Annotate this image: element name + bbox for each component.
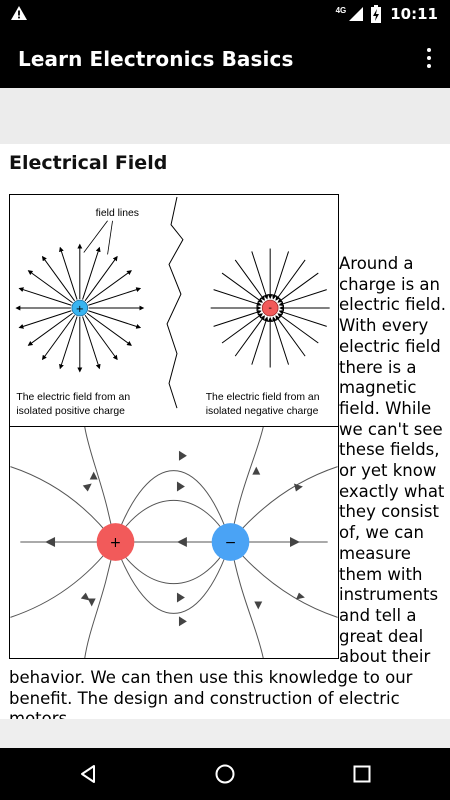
field-line [59,316,78,370]
field-line [27,270,73,304]
article-full-text: behavior. We can then use this knowledge… [9,668,445,719]
text-line: behavior. We can then use this knowledge… [9,668,413,687]
field-line [221,272,263,303]
text-line: Around a [339,254,414,273]
field-line [86,312,132,346]
divider-zigzag [166,196,184,409]
field-line [277,272,319,303]
field-line [234,315,265,357]
negative-symbol: − [225,535,237,551]
small-positive-symbol: + [76,304,84,315]
small-positive-charge [71,299,89,317]
text-line: electric field. [339,295,446,315]
field-line [272,316,290,365]
field-line [41,314,75,361]
battery-charging-icon [371,5,382,23]
home-icon[interactable] [213,762,237,786]
text-line: electric field [339,336,441,356]
warning-icon [11,6,27,20]
field-lines-label: field lines [96,208,139,219]
field-line [84,314,118,361]
field-line [213,289,262,307]
signal-icon [349,7,364,21]
field-line [277,313,319,344]
field-line [84,255,118,302]
recents-icon[interactable] [350,762,374,786]
field-line [213,309,262,327]
positive-caption-2: isolated positive charge [16,406,125,417]
text-line: With every [339,316,429,336]
article-heading: Electrical Field [9,152,168,174]
field-line [86,270,132,304]
negative-charge [211,523,250,561]
negative-field-lines [210,248,330,368]
positive-field-lines [15,243,145,373]
small-negative-charge [261,299,279,317]
back-icon[interactable] [76,762,100,786]
field-line [27,312,73,346]
small-negative-symbol: - [268,303,272,314]
negative-caption-2: isolated negative charge [206,406,319,417]
lower-band [0,719,450,748]
text-line: or yet know [339,461,437,481]
text-line: instruments [339,585,439,605]
field-line [275,259,306,301]
field-line [82,246,101,300]
positive-charge [96,523,135,561]
field-line [82,316,101,370]
field-line [221,313,263,344]
dipole-field-lines [10,427,338,658]
negative-caption-1: The electric field from an [206,392,320,403]
positive-symbol: + [110,535,122,551]
field-line [234,259,265,301]
field-line [251,316,269,365]
text-line: them with [339,564,423,584]
status-bar: 4G 10:11 [0,0,450,28]
field-line [18,310,72,329]
field-line [272,251,290,300]
text-line: measure [339,543,411,563]
field-line [88,287,142,306]
text-line: charge is an [339,274,440,294]
field-line [278,309,327,327]
dipole-field-diagram: + − [9,426,339,659]
text-line: exactly what [339,481,445,501]
text-line: about their [339,647,431,667]
isolated-charges-diagram: + - field lines The electric field from … [9,194,339,427]
more-vert-icon[interactable] [422,46,436,70]
field-line [59,246,78,300]
field-line [88,310,142,329]
text-line: they consist [339,502,439,522]
text-line: there is a [339,357,417,377]
field-line [275,315,306,357]
field-line [18,287,72,306]
app-bar: Learn Electronics Basics [0,28,450,88]
text-line: great deal [339,626,424,646]
text-line: and tell a [339,605,417,625]
navigation-bar [0,748,450,800]
field-line [278,289,327,307]
dipole-arrows [45,450,305,627]
field-line [41,255,75,302]
text-line: we can't see [339,419,443,439]
text-line: magnetic [339,378,417,398]
positive-caption-1: The electric field from an [16,392,130,403]
text-line: field. While [339,398,432,418]
text-line: benefit. The design and construction of … [9,688,400,719]
field-line [251,251,269,300]
text-line: of, we can [339,523,424,543]
text-line: these fields, [339,440,440,460]
article-content[interactable]: Electrical Field + - field lines [0,144,450,719]
clock: 10:11 [390,5,438,23]
network-type: 4G [335,5,347,15]
app-title: Learn Electronics Basics [18,47,294,71]
banner-area [0,88,450,144]
